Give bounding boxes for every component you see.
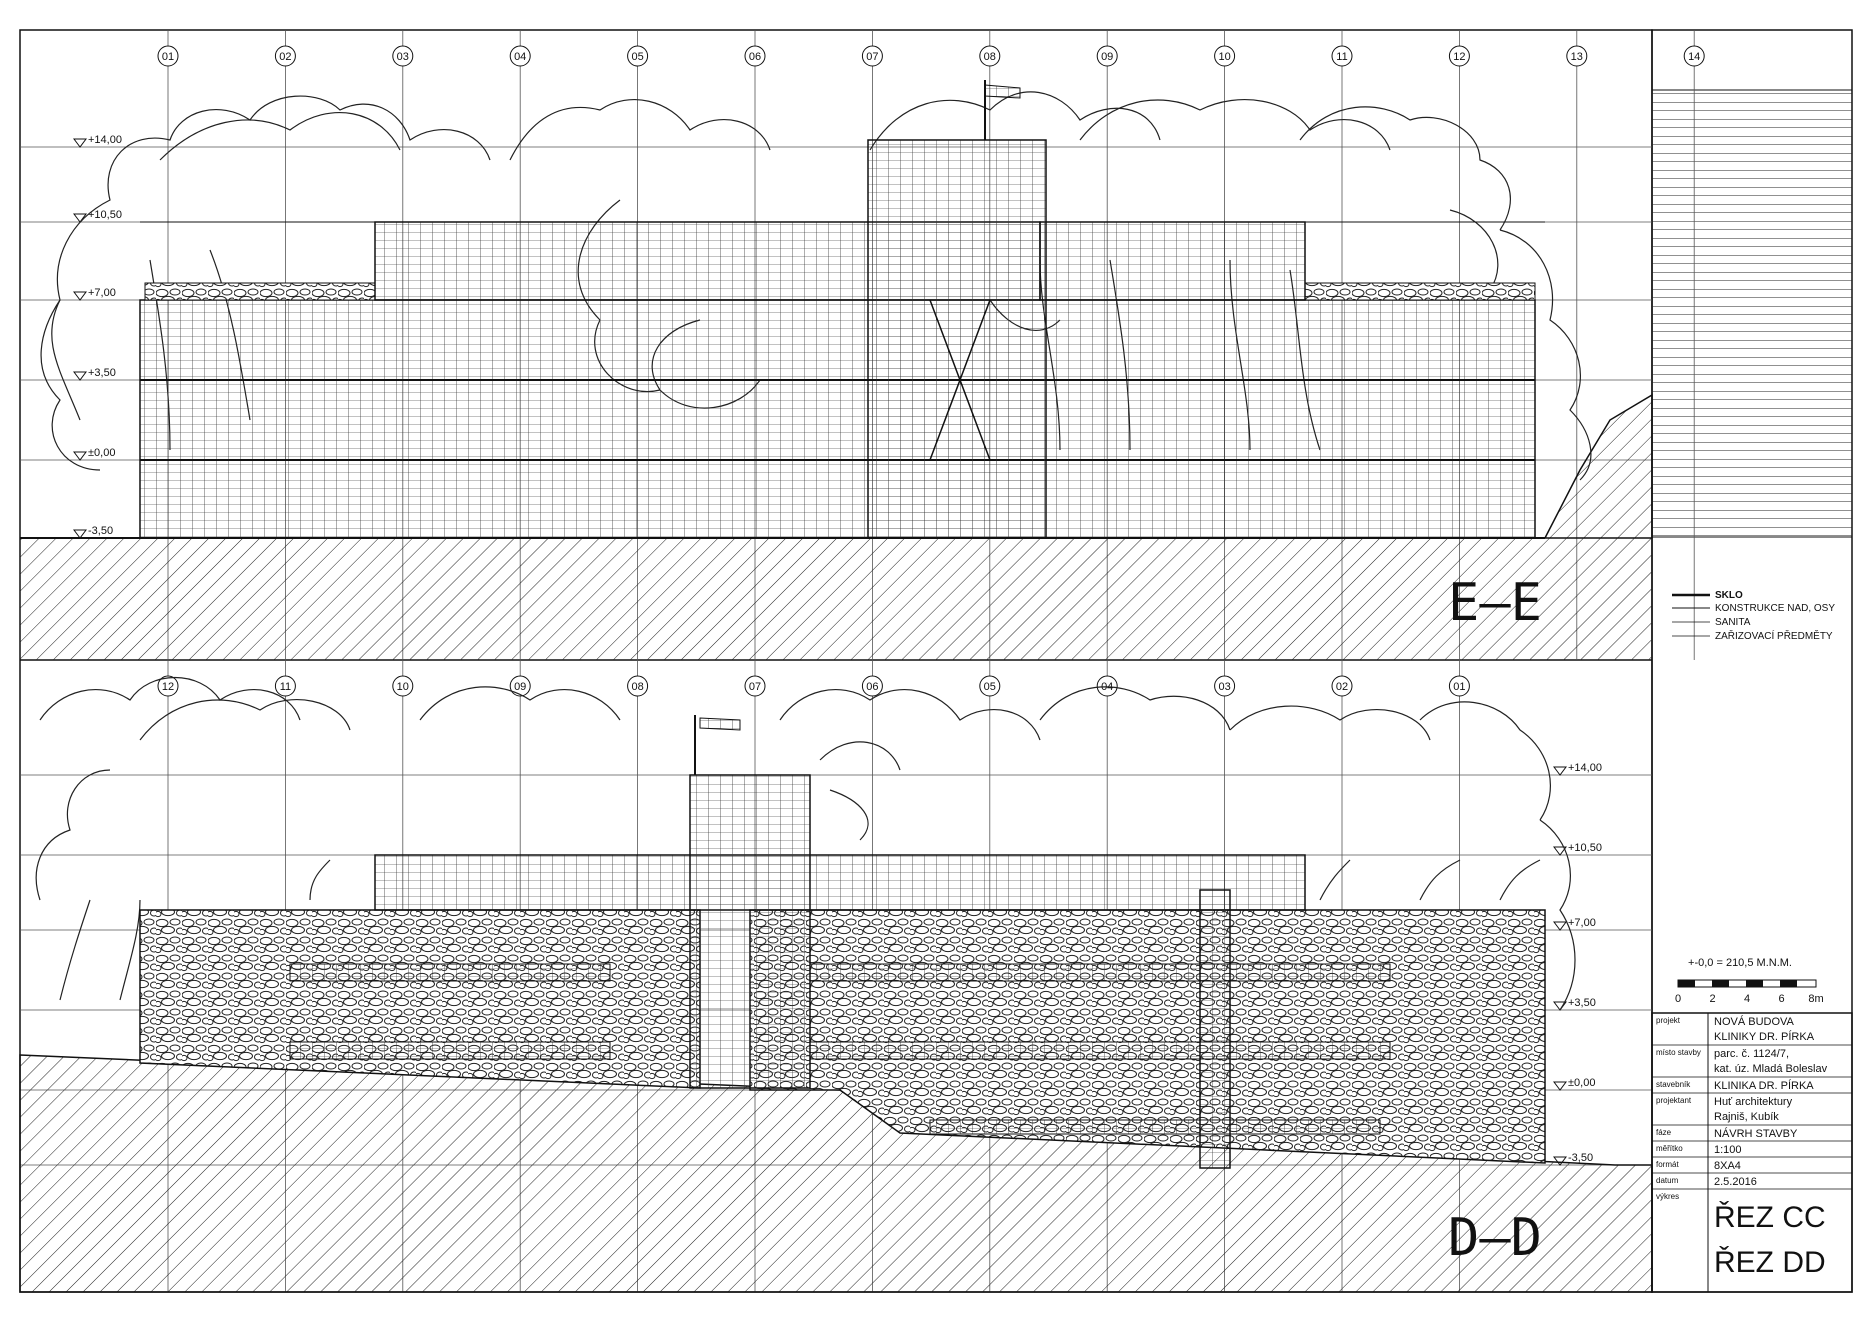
title-block-key: formát — [1656, 1160, 1679, 1169]
axis-bubble-label: 07 — [866, 51, 878, 63]
windsock-bottom — [699, 717, 741, 731]
level-marker: ±0,00 — [88, 447, 115, 459]
axis-bubble-label: 03 — [397, 51, 409, 63]
window-band-3 — [289, 1041, 611, 1060]
legend-item-glass: SKLO — [1715, 590, 1743, 601]
title-block-key: projekt — [1656, 1016, 1681, 1025]
green-roof-left — [144, 282, 376, 301]
facade-lower-top — [139, 299, 1536, 539]
level-marker: +14,00 — [1568, 762, 1602, 774]
level-marker: -3,50 — [88, 525, 113, 537]
axis-bubble-label: 02 — [279, 51, 291, 63]
axis-bubble-label: 12 — [162, 681, 174, 693]
stair-tower-bottom — [689, 774, 811, 1089]
scale-tick-label: 8m — [1808, 993, 1823, 1005]
scale-bar: +-0,0 = 210,5 M.N.M. 0 2 4 6 8m — [1675, 957, 1824, 1005]
title-block-key: místo stavby — [1656, 1048, 1701, 1057]
section-label-d-d: D–D — [1448, 1208, 1542, 1268]
level-marker: +10,50 — [1568, 842, 1602, 854]
green-roof-right — [1304, 282, 1536, 301]
windsock-top — [984, 84, 1021, 99]
level-marker: +3,50 — [1568, 997, 1596, 1009]
stone-wall-left — [139, 909, 701, 1089]
axis-bubble-label: 06 — [749, 51, 761, 63]
scale-tick-label: 0 — [1675, 993, 1681, 1005]
scale-tick-label: 6 — [1778, 993, 1784, 1005]
tree-outlines-bottom — [35, 676, 1576, 1011]
axis-bubble-label: 03 — [1218, 681, 1230, 693]
axis-bubble-label: 05 — [631, 51, 643, 63]
title-block-value: Rajniš, Kubík — [1714, 1111, 1779, 1123]
axis-bubble-label: 12 — [1453, 51, 1465, 63]
legend-item-fixtures: ZAŘIZOVACÍ PŘEDMĚTY — [1715, 629, 1833, 642]
window-band-4 — [809, 1041, 1391, 1060]
title-block-key: měřítko — [1656, 1144, 1683, 1153]
axis-bubble-label: 01 — [1453, 681, 1465, 693]
axis-bubble-label: 08 — [631, 681, 643, 693]
revision-lines — [1652, 90, 1852, 537]
title-block-key: výkres — [1656, 1192, 1679, 1201]
stair-tower-top — [867, 139, 1047, 539]
axis-bubble-label: 06 — [866, 681, 878, 693]
level-marker: -3,50 — [1568, 1152, 1593, 1164]
title-block-value: NÁVRH STAVBY — [1714, 1127, 1798, 1140]
title-block-value: 8XA4 — [1714, 1160, 1741, 1172]
axis-bubble-label: 13 — [1571, 51, 1583, 63]
section-label-e-e: E–E — [1448, 573, 1542, 633]
window-band-2 — [809, 963, 1391, 982]
title-block-value: KLINIKY DR. PÍRKA — [1714, 1030, 1815, 1043]
title-block-value: Huť architektury — [1714, 1096, 1793, 1108]
facade-upper-bottom — [374, 854, 1306, 911]
level-marker: ±0,00 — [1568, 1077, 1595, 1089]
datum-note: +-0,0 = 210,5 M.N.M. — [1688, 957, 1792, 969]
axis-bubble-label: 05 — [984, 681, 996, 693]
title-block-key: stavebník — [1656, 1080, 1691, 1089]
level-marker: +14,00 — [88, 134, 122, 146]
legend: SKLO KONSTRUKCE NAD, OSY SANITA ZAŘIZOVA… — [1672, 590, 1835, 642]
title-block-key: fáze — [1656, 1128, 1672, 1137]
title-block-value: parc. č. 1124/7, — [1714, 1048, 1789, 1060]
level-marker: +7,00 — [1568, 917, 1596, 929]
axis-bubble-label: 14 — [1688, 51, 1700, 63]
ground-hatch-top — [20, 538, 1652, 660]
axis-bubble-label: 01 — [162, 51, 174, 63]
axis-bubble-label: 09 — [1101, 51, 1113, 63]
title-block: projekt NOVÁ BUDOVA KLINIKY DR. PÍRKA místo… — [1651, 1012, 1853, 1293]
title-block-value: ŘEZ DD — [1714, 1246, 1826, 1279]
axis-bubble-label: 11 — [280, 681, 291, 693]
facade-upper-top-right — [1039, 221, 1306, 301]
title-block-key: datum — [1656, 1176, 1679, 1185]
axis-bubble-label: 02 — [1336, 681, 1348, 693]
scale-tick-label: 4 — [1744, 993, 1750, 1005]
title-block-value: 1:100 — [1714, 1144, 1742, 1156]
legend-item-structure: KONSTRUKCE NAD, OSY — [1715, 603, 1835, 614]
axis-bubble-label: 04 — [514, 51, 526, 63]
axis-bubble-label: 11 — [1336, 51, 1347, 63]
axis-bubble-label: 07 — [749, 681, 761, 693]
legend-item-sanitary: SANITA — [1715, 617, 1751, 628]
level-marker: +7,00 — [88, 287, 116, 299]
window-band-5 — [929, 1119, 1381, 1135]
axis-bubble-label: 09 — [514, 681, 526, 693]
title-block-value: NOVÁ BUDOVA — [1714, 1015, 1795, 1028]
terrain-slope — [1543, 393, 1653, 539]
section-d-d: D–D — [19, 676, 1653, 1293]
window-band-1 — [289, 963, 611, 982]
axis-bubble-label: 10 — [1218, 51, 1230, 63]
title-block-value: 2.5.2016 — [1714, 1176, 1757, 1188]
scale-tick-label: 2 — [1709, 993, 1715, 1005]
axis-bubble-label: 08 — [984, 51, 996, 63]
section-e-e: E–E — [20, 80, 1653, 660]
title-block-key: projektant — [1656, 1096, 1692, 1105]
level-marker: +3,50 — [88, 367, 116, 379]
title-block-value: kat. úz. Mladá Boleslav — [1714, 1063, 1828, 1075]
title-block-value: ŘEZ CC — [1714, 1201, 1826, 1234]
title-block-value: KLINIKA DR. PÍRKA — [1714, 1079, 1814, 1092]
axis-bubble-label: 10 — [397, 681, 409, 693]
elevator-shaft — [1199, 889, 1231, 1169]
level-marker: +10,50 — [88, 209, 122, 221]
